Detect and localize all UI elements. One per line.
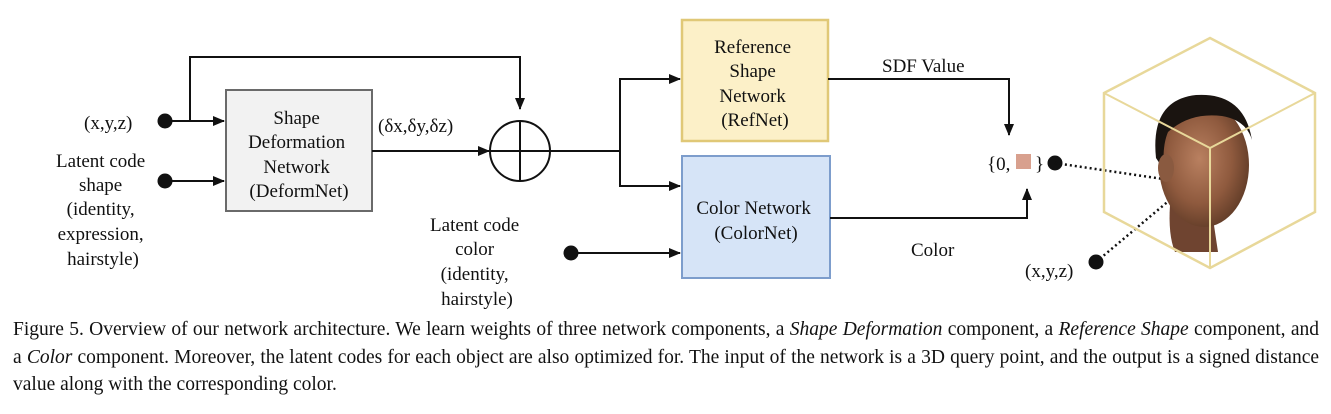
caption-figure-label: Figure 5. [13,319,84,340]
figure-caption: Figure 5. Overview of our network archit… [13,316,1319,399]
output-brace-left: {0, [987,154,1010,175]
caption-em-shape-deformation: Shape Deformation [789,319,943,340]
caption-text-4: component. Moreover, the latent codes fo… [13,346,1320,396]
latent-shape-label: Latent code shape (identity, expression,… [56,151,150,270]
bounding-cube-inner-edges [1103,92,1316,268]
output-color-swatch [1016,154,1031,169]
query-to-head-dotted-line [1095,182,1191,263]
head-ear [1158,154,1174,182]
caption-text-3: component, and a [13,319,1319,368]
xyz-query-label: (x,y,z) [1025,261,1073,282]
latent-color-label: Latent code color (identity, hairstyle) [430,215,524,310]
color-label: Color [911,240,955,261]
output-brace-right: } [1035,154,1044,175]
sdf-value-label: SDF Value [882,56,965,77]
xyz-input-label: (x,y,z) [84,113,132,134]
caption-text-1: Overview of our network architecture. We… [83,319,790,340]
caption-em-reference-shape: Reference Shape [1058,319,1189,340]
head-render [1155,94,1252,252]
branch-to-refnet-arrow [619,74,681,151]
branch-to-colornet-arrow [619,151,681,191]
refnet-label: Reference Shape Network (RefNet) [714,37,796,131]
deformnet-label: Shape Deformation Network (DeformNet) [248,108,350,202]
head-hair [1155,94,1252,170]
colornet-to-output-arrow [830,188,1032,219]
deformnet-block [225,89,373,212]
colornet-block [681,155,831,279]
delta-label: (δx,δy,δz) [378,116,453,137]
colornet-label: Color Network (ColorNet) [696,198,815,244]
caption-text-2: component, a [942,319,1059,340]
xyz-skip-connection-arrow [189,56,525,121]
head-in-cube-figure [1102,36,1317,270]
caption-em-color: Color [26,346,73,368]
refnet-block [680,18,830,143]
refnet-to-output-arrow [828,78,1014,136]
